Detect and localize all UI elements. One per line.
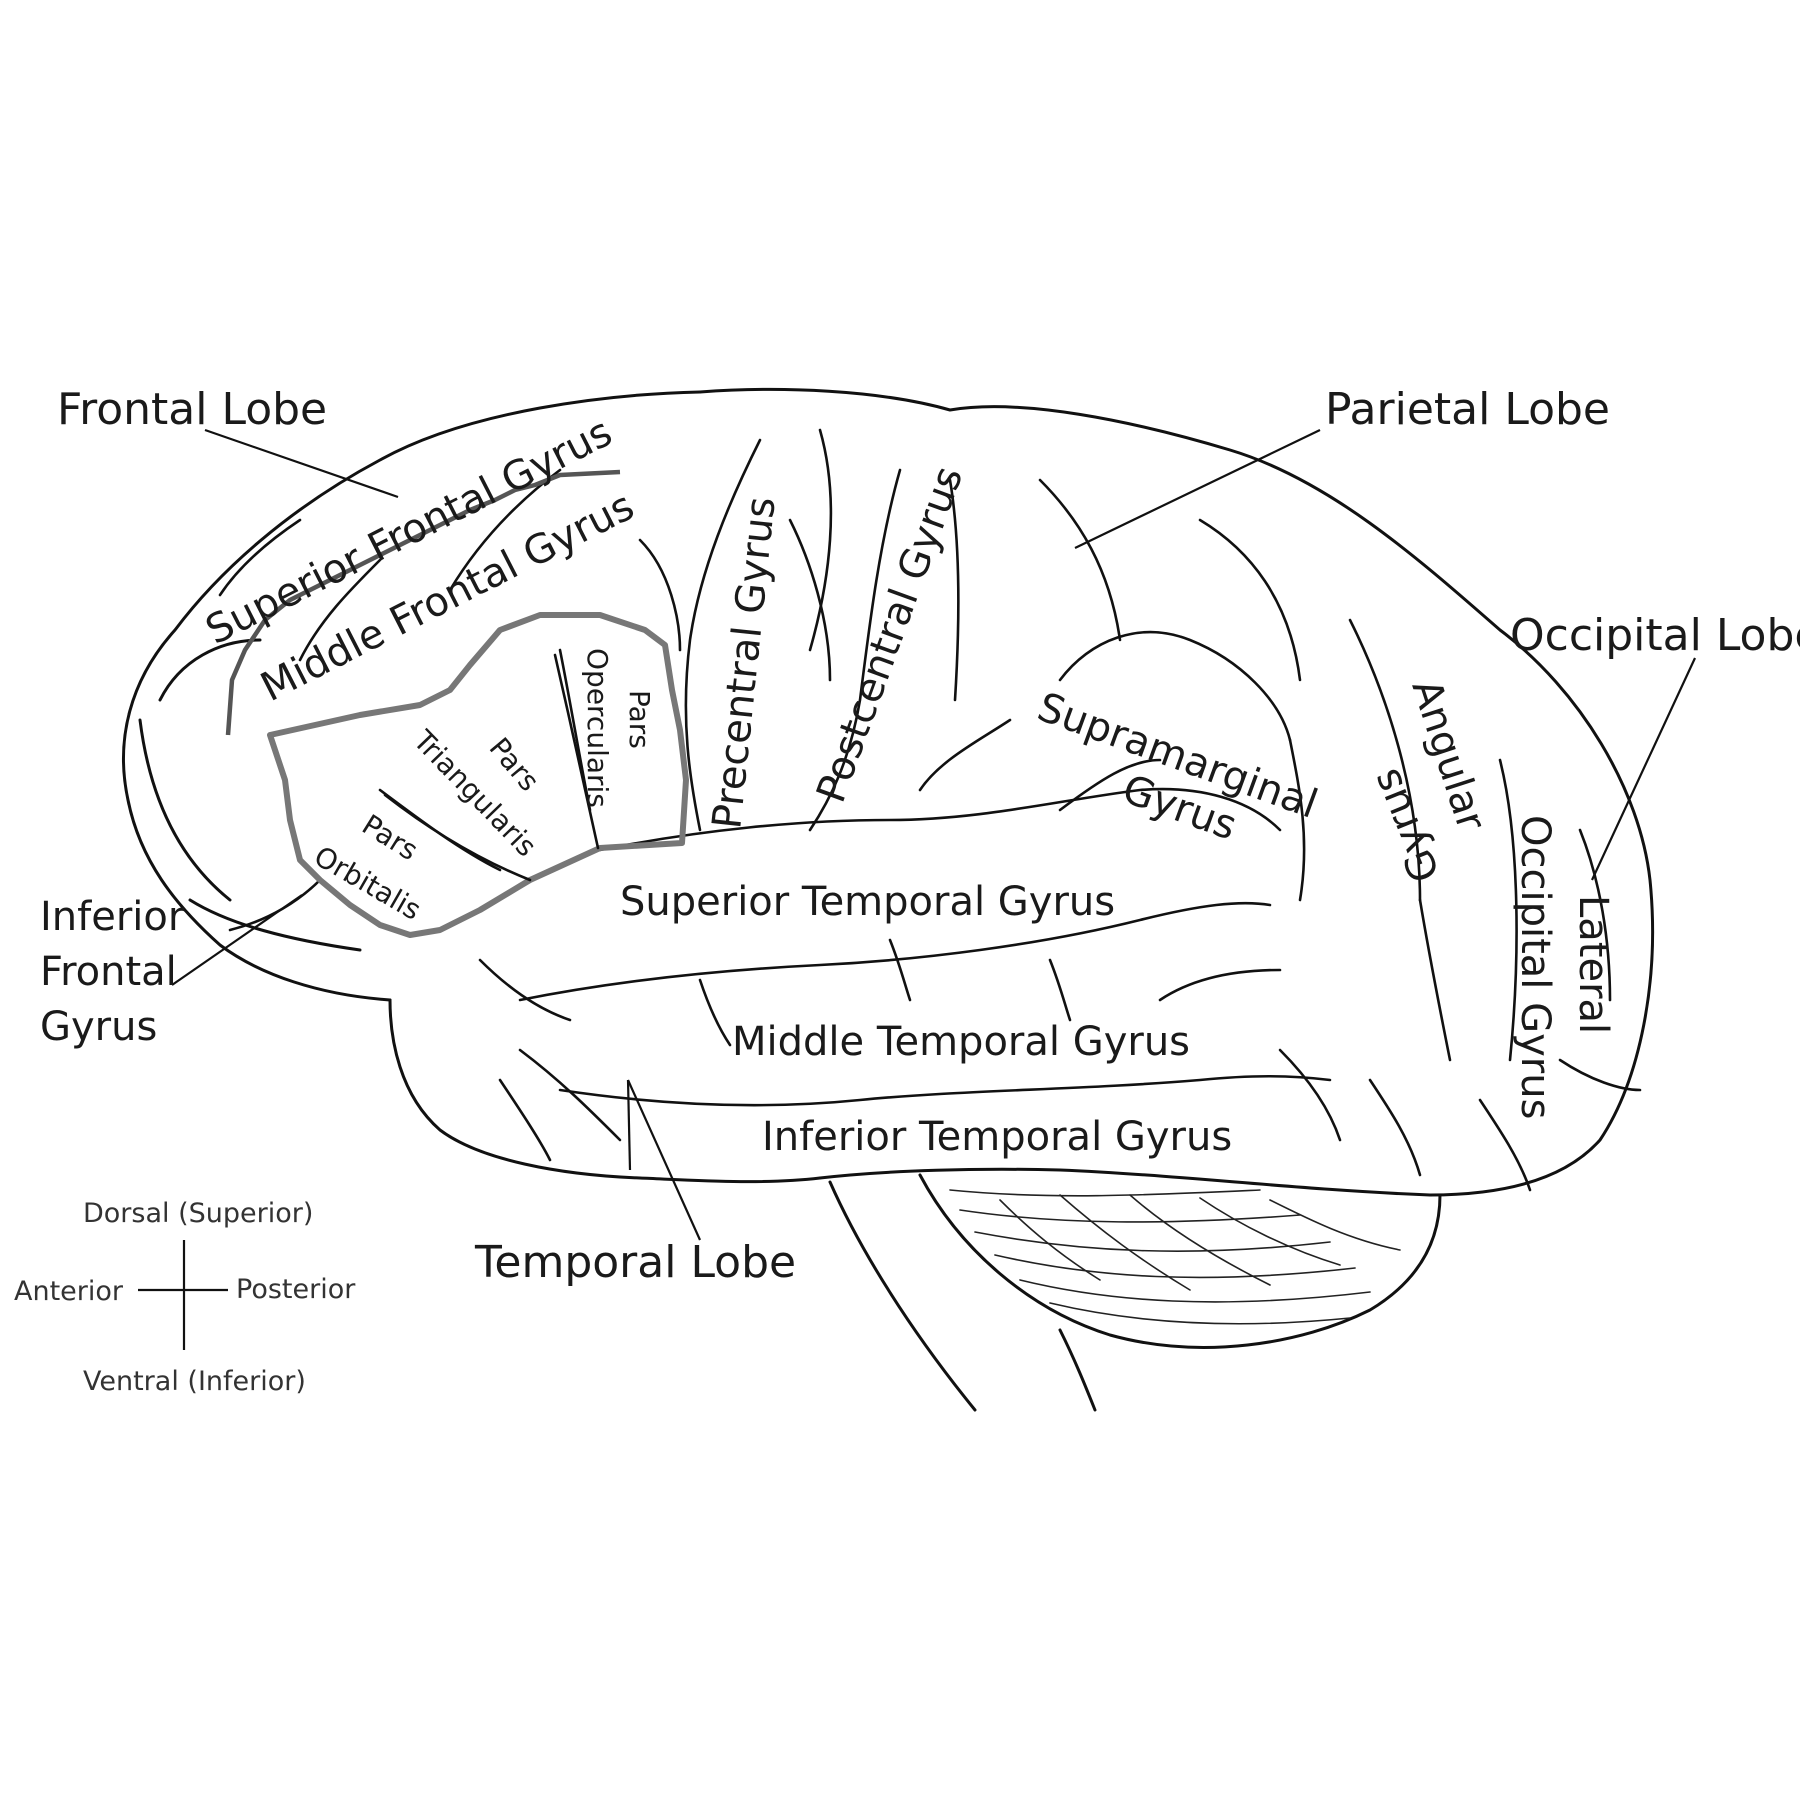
inferior-frontal-gyrus-label-line1: Inferior bbox=[40, 894, 185, 940]
parietal-lobe-leader bbox=[1074, 429, 1321, 549]
sulci bbox=[218, 428, 1642, 1192]
compass-ventral-label: Ventral (Inferior) bbox=[83, 1366, 306, 1397]
brain-outline bbox=[122, 387, 1655, 1197]
lobe-labels: Frontal Lobe Parietal Lobe Occipital Lob… bbox=[57, 384, 1800, 1288]
compass-posterior-label: Posterior bbox=[236, 1274, 356, 1305]
temporal-lobe-leader bbox=[626, 1079, 632, 1171]
inferior-frontal-gyrus-label-line2: Frontal bbox=[40, 949, 177, 995]
temporal-lobe-label: Temporal Lobe bbox=[474, 1237, 796, 1288]
parietal-lobe-label: Parietal Lobe bbox=[1325, 384, 1610, 435]
inferior-frontal-gyrus-label-line3: Gyrus bbox=[40, 1004, 157, 1050]
pars-opercularis-label-line2: Opercularis bbox=[581, 648, 614, 808]
inferior-temporal-gyrus-label: Inferior Temporal Gyrus bbox=[762, 1114, 1232, 1160]
temporal-lobe-leader-2 bbox=[626, 1079, 702, 1241]
cerebellum bbox=[918, 1173, 1442, 1349]
inferior-frontal-leader bbox=[171, 894, 303, 986]
middle-temporal-gyrus-label: Middle Temporal Gyrus bbox=[732, 1019, 1190, 1065]
pars-labels: Pars Opercularis Pars Triangularis Pars … bbox=[309, 648, 657, 927]
occipital-lobe-label: Occipital Lobe bbox=[1510, 610, 1800, 661]
orientation-compass: Dorsal (Superior) Ventral (Inferior) Ant… bbox=[14, 1198, 356, 1397]
occipital-lobe-leader bbox=[1591, 657, 1696, 881]
gyrus-labels: Superior Frontal Gyrus Middle Frontal Gy… bbox=[40, 409, 1616, 1160]
precentral-gyrus-label: Precentral Gyrus bbox=[704, 495, 785, 831]
pars-opercularis-label-line1: Pars bbox=[623, 690, 656, 749]
frontal-lobe-label: Frontal Lobe bbox=[57, 384, 327, 435]
compass-dorsal-label: Dorsal (Superior) bbox=[83, 1198, 313, 1229]
lateral-occipital-gyrus-label-line2: Occipital Gyrus bbox=[1512, 815, 1558, 1119]
frontal-lobe-leader bbox=[204, 428, 399, 499]
lateral-occipital-gyrus-label-line1: Lateral bbox=[1570, 895, 1616, 1034]
brainstem bbox=[828, 1180, 1097, 1412]
compass-anterior-label: Anterior bbox=[14, 1276, 124, 1307]
leader-lines bbox=[171, 428, 1696, 1241]
superior-temporal-gyrus-label: Superior Temporal Gyrus bbox=[620, 879, 1115, 925]
middle-frontal-border bbox=[225, 469, 621, 736]
inferior-frontal-border bbox=[267, 612, 689, 938]
